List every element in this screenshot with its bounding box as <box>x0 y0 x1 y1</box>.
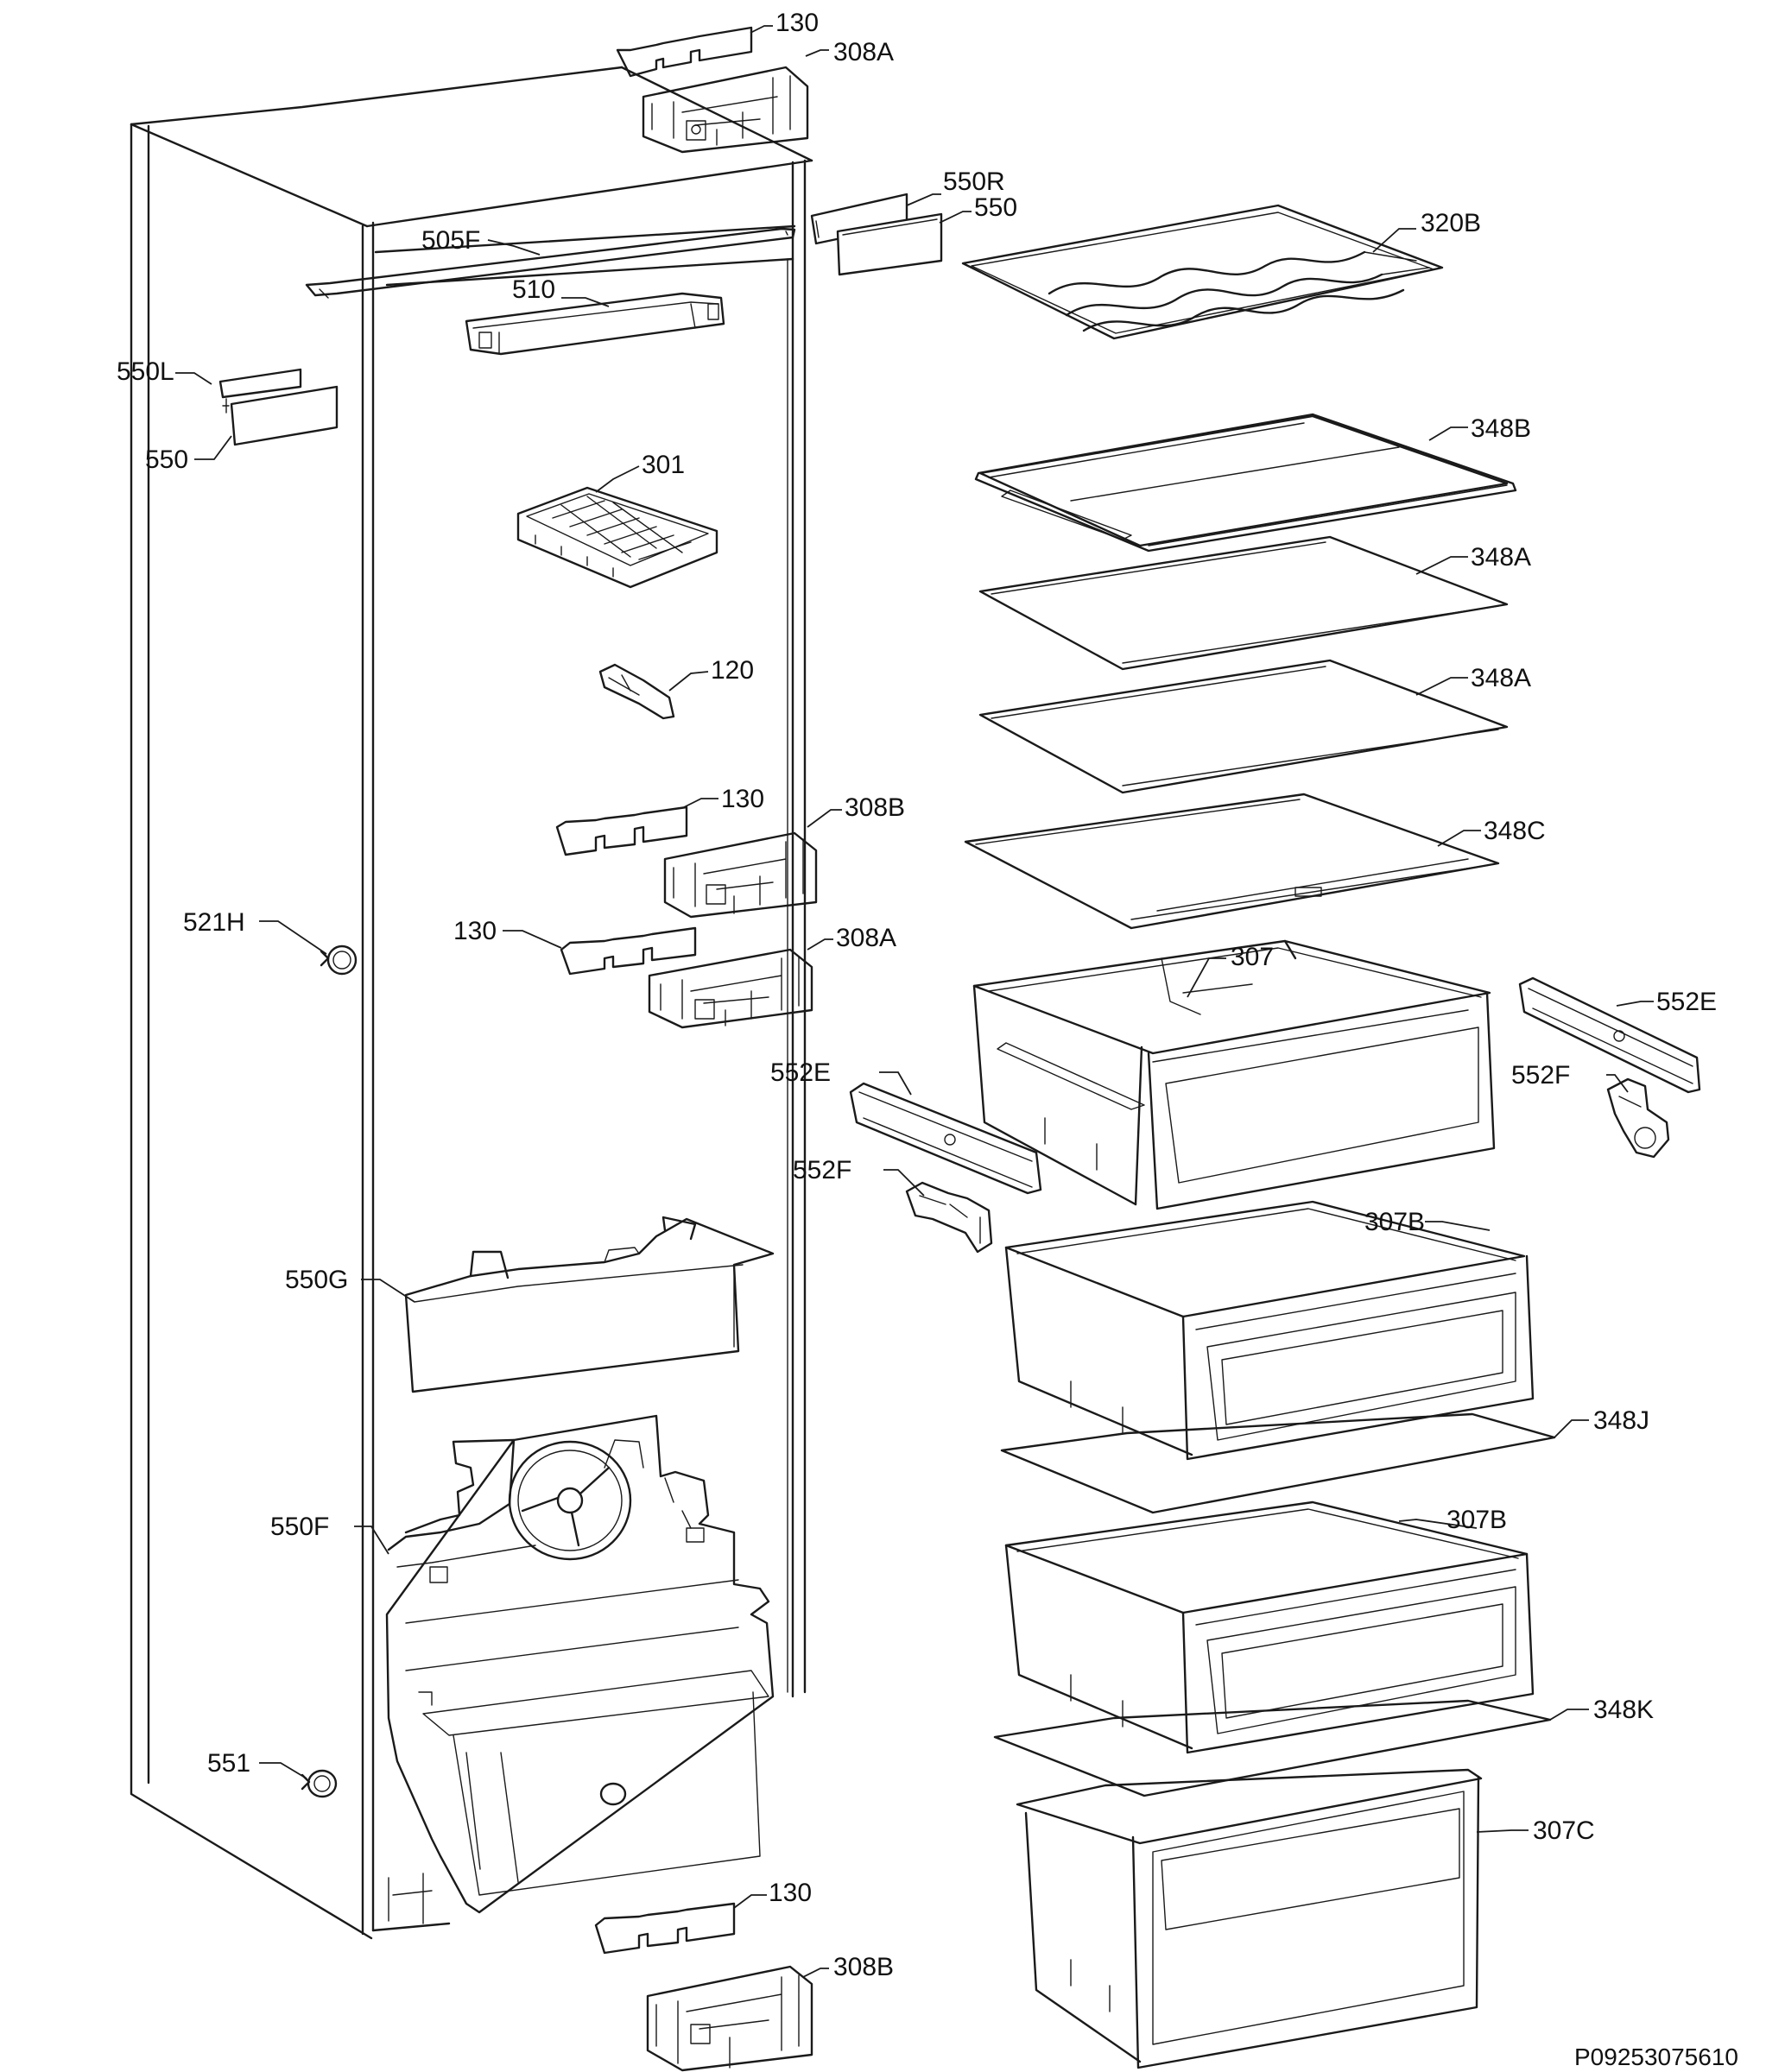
label-510: 510 <box>512 275 555 304</box>
hinge-308a-mid <box>648 948 813 1029</box>
label-550-left: 550 <box>145 445 188 474</box>
light-cover-510 <box>465 292 725 356</box>
drawer-307b-lower <box>1004 1500 1535 1754</box>
label-130-mid: 130 <box>721 785 764 813</box>
label-348j: 348J <box>1593 1406 1649 1435</box>
cover-550l <box>218 368 302 399</box>
label-320b: 320B <box>1421 209 1481 237</box>
callout-labels: 130 308A 550R 550 320B 505F 510 550L 550… <box>117 9 1738 2070</box>
label-130-top: 130 <box>775 9 819 37</box>
label-550g: 550G <box>285 1266 348 1294</box>
shelf-348b <box>974 413 1517 553</box>
button-521h <box>320 944 358 976</box>
strip-505f <box>305 227 796 299</box>
label-348k: 348K <box>1593 1696 1654 1724</box>
label-348b: 348B <box>1471 414 1531 443</box>
label-552e-right: 552E <box>1656 988 1717 1016</box>
label-348c: 348C <box>1484 817 1546 845</box>
duct-cover-550g <box>404 1216 775 1393</box>
drawing-code: P09253075610 <box>1574 2044 1738 2070</box>
spacer-plate-130-mid <box>555 805 688 856</box>
drawer-307b-upper <box>1004 1200 1535 1461</box>
wine-rack-320b <box>961 204 1444 340</box>
bracket-552f-right <box>1606 1077 1670 1159</box>
label-550l: 550L <box>117 357 174 386</box>
label-521h: 521H <box>183 908 245 937</box>
spacer-plate-130-top <box>616 26 753 78</box>
shelf-348a-1 <box>978 535 1509 671</box>
cover-550-left <box>222 385 339 446</box>
bracket-552f-left <box>905 1181 993 1254</box>
cover-550-right <box>836 212 943 276</box>
label-307b-upper: 307B <box>1364 1208 1425 1236</box>
rail-552e-left <box>849 1082 1042 1195</box>
cabinet-body <box>130 66 813 1940</box>
label-301: 301 <box>642 451 685 479</box>
button-551 <box>301 1769 338 1798</box>
label-552f-left: 552F <box>793 1156 851 1184</box>
label-551: 551 <box>207 1749 250 1778</box>
shelf-348j <box>1000 1412 1556 1514</box>
hinge-308a-top <box>642 66 809 154</box>
shelf-348c <box>964 793 1500 930</box>
label-308a-top: 308A <box>833 38 894 66</box>
label-308b-bottom: 308B <box>833 1953 894 1981</box>
label-120: 120 <box>711 656 754 685</box>
drawer-307 <box>972 939 1496 1210</box>
label-552f-right: 552F <box>1511 1061 1570 1090</box>
spacer-plate-130-bottom <box>594 1902 736 1955</box>
label-550f: 550F <box>270 1513 329 1541</box>
spacer-plate-130-mid2 <box>560 926 697 976</box>
drawer-307c <box>1016 1768 1483 2069</box>
part-120 <box>598 663 675 720</box>
label-307c: 307C <box>1533 1816 1595 1845</box>
leader-lines <box>175 25 1654 1978</box>
label-307: 307 <box>1231 943 1274 971</box>
hinge-308b-bottom <box>646 1965 813 2072</box>
label-308a-mid: 308A <box>836 924 896 952</box>
label-130-mid2: 130 <box>453 917 497 945</box>
label-348a-2: 348A <box>1471 664 1531 692</box>
ice-tray-301 <box>516 486 718 589</box>
label-307b-lower: 307B <box>1446 1506 1507 1534</box>
label-308b-mid: 308B <box>845 793 905 822</box>
label-505f: 505F <box>421 226 480 255</box>
label-550-right: 550 <box>974 193 1017 222</box>
shelf-348a-2 <box>978 659 1509 794</box>
hinge-308b-mid <box>663 831 818 919</box>
label-550r: 550R <box>943 167 1005 196</box>
label-552e-left: 552E <box>770 1058 831 1087</box>
rail-552e-right <box>1518 976 1701 1094</box>
label-348a-1: 348A <box>1471 543 1531 572</box>
fan-assembly-550f <box>385 1414 775 1914</box>
label-130-bottom: 130 <box>769 1879 812 1907</box>
